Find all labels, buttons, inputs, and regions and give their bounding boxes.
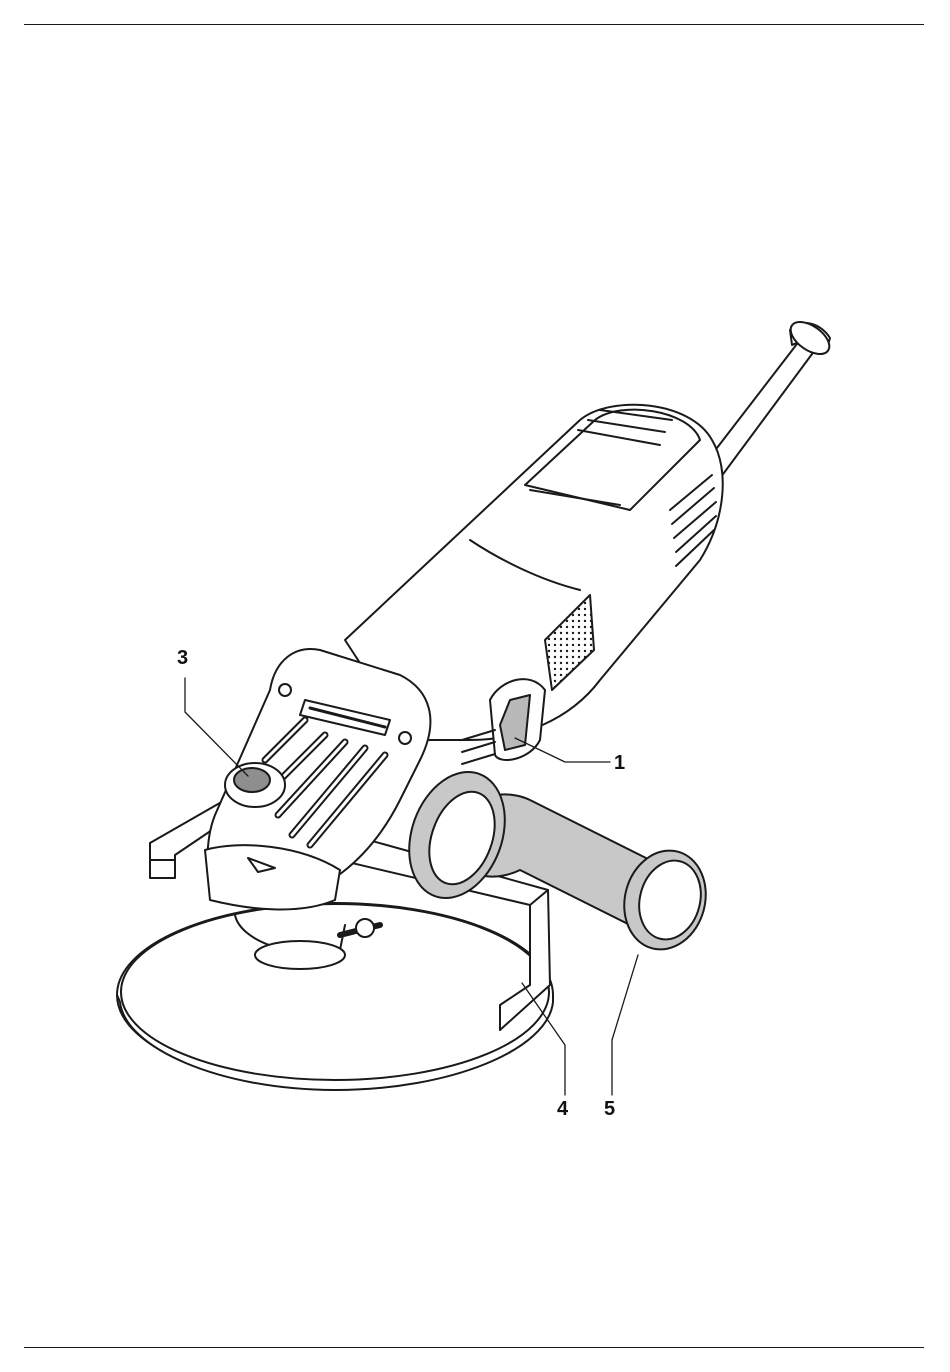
callout-1: 1 [614,753,625,773]
callout-4: 4 [557,1099,568,1119]
leader-5 [612,955,638,1095]
callout-3: 3 [177,648,188,668]
callout-5: 5 [604,1099,615,1119]
spindle-lock-button [225,763,285,807]
